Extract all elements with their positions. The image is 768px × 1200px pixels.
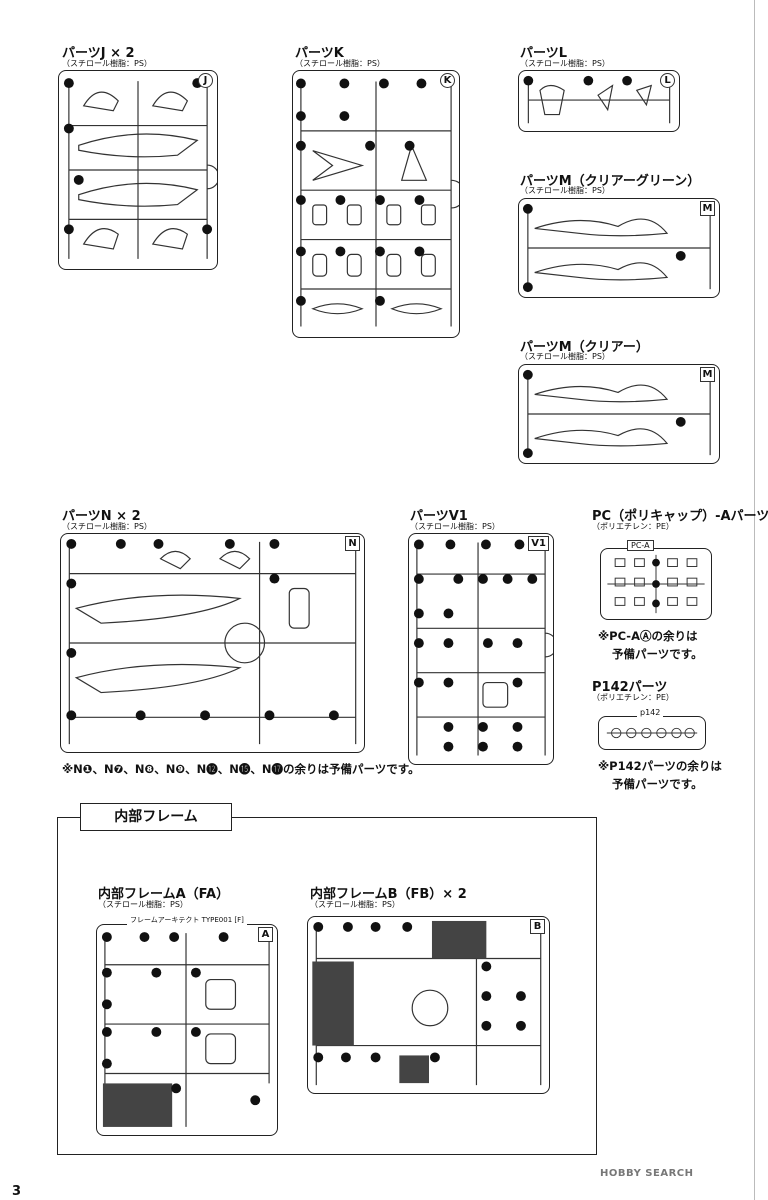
pca-runner: PC-A (600, 540, 712, 620)
parts-l-sprue-drawing (523, 75, 671, 124)
parts-m-clear-material: （スチロール樹脂：PS） (520, 352, 610, 361)
parts-v1-runner: V1 (408, 533, 554, 765)
p142-label: p142 (637, 708, 664, 717)
parts-n-title: パーツN × 2 (62, 509, 141, 524)
pca-note-line2: 予備パーツです。 (612, 647, 703, 661)
parts-m-green-letter: M (700, 201, 715, 216)
parts-k-sprue-drawing (295, 78, 459, 327)
frame-a-header: フレームアーキテクト TYPE001 [F] (127, 915, 247, 925)
p142-sprue-drawing (606, 727, 698, 739)
p142-title: P142パーツ (592, 680, 668, 695)
frame-a-runner: フレームアーキテクト TYPE001 [F] A (96, 915, 278, 1136)
brand-watermark: HOBBY SEARCH (600, 1168, 694, 1179)
parts-k-runner: K (292, 70, 460, 338)
parts-m-clear-title: パーツM（クリアー） (520, 340, 649, 355)
frame-a-sprue-drawing (101, 932, 270, 1127)
parts-m-green-runner: M (518, 198, 720, 298)
p142-material: （ポリエチレン：PE） (592, 693, 674, 702)
parts-j-material: （スチロール樹脂：PS） (62, 59, 152, 68)
frame-b-runner: B (307, 916, 550, 1094)
parts-m-clear-sprue-drawing (522, 369, 711, 459)
p142-note-line1: ※P142パーツの余りは (598, 759, 722, 773)
frame-b-sprue-drawing (312, 920, 542, 1086)
parts-j-sprue-drawing (63, 78, 217, 259)
parts-j-title: パーツJ × 2 (62, 46, 135, 61)
parts-n-runner: N (60, 533, 365, 753)
parts-v1-material: （スチロール樹脂：PS） (410, 522, 500, 531)
frame-b-title: 内部フレームB（FB）× 2 (310, 887, 467, 902)
parts-m-green-title: パーツM（クリアーグリーン） (520, 174, 701, 189)
parts-j-letter: J (198, 73, 213, 88)
pca-title: PC（ポリキャップ）-Aパーツ (592, 509, 768, 524)
pca-label: PC-A (627, 540, 654, 551)
page-edge-line (754, 0, 755, 1200)
parts-l-runner: L (518, 70, 680, 132)
parts-n-material: （スチロール樹脂：PS） (62, 522, 152, 531)
frame-b-letter: B (530, 919, 545, 934)
frame-a-letter: A (258, 927, 273, 942)
frame-b-material: （スチロール樹脂：PS） (310, 900, 400, 909)
internal-frame-header: 内部フレーム (80, 803, 232, 831)
parts-v1-sprue-drawing (413, 539, 553, 756)
page-number: 3 (12, 1184, 22, 1199)
parts-n-spare-note: ※N❶、N❼、N❽、N❾、N⓬、N⓯、N⓱の余りは予備パーツです。 (62, 762, 420, 776)
frame-a-title: 内部フレームA（FA） (98, 887, 230, 902)
parts-m-green-sprue-drawing (522, 203, 711, 293)
parts-k-letter: K (440, 73, 455, 88)
parts-l-material: （スチロール樹脂：PS） (520, 59, 610, 68)
parts-k-title: パーツK (295, 46, 344, 61)
p142-runner: p142 (598, 708, 706, 750)
parts-n-letter: N (345, 536, 360, 551)
parts-l-letter: L (660, 73, 675, 88)
frame-a-material: （スチロール樹脂：PS） (98, 900, 188, 909)
pca-material: （ポリエチレン：PE） (592, 522, 674, 531)
internal-frame-box (57, 817, 597, 1155)
parts-m-clear-runner: M (518, 364, 720, 464)
parts-v1-letter: V1 (528, 536, 549, 551)
parts-v1-title: パーツV1 (410, 509, 468, 524)
parts-j-runner: J (58, 70, 218, 270)
pca-note-line1: ※PC-AⒶの余りは (598, 629, 698, 643)
p142-note-line2: 予備パーツです。 (612, 777, 703, 791)
parts-k-material: （スチロール樹脂：PS） (295, 59, 385, 68)
pca-sprue-drawing (607, 554, 705, 614)
parts-m-clear-letter: M (700, 367, 715, 382)
parts-n-sprue-drawing (66, 538, 357, 745)
parts-l-title: パーツL (520, 46, 568, 61)
parts-m-green-material: （スチロール樹脂：PS） (520, 186, 610, 195)
